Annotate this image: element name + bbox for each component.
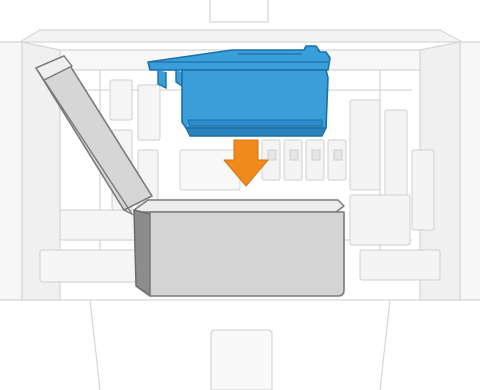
printhead-cartridge — [148, 46, 330, 136]
